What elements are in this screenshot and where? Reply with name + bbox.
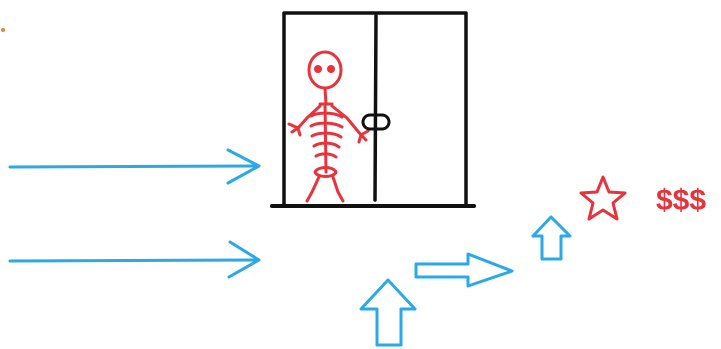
block-arrow-up-icon: [361, 280, 415, 345]
money-label: $$$: [656, 184, 706, 217]
arrow-right-icon: [10, 150, 259, 183]
star-icon: [581, 177, 625, 219]
block-arrow-up-icon: [533, 217, 570, 259]
block-arrow-right-icon: [416, 254, 512, 286]
arrow-right-icon: [10, 242, 259, 277]
closet-icon: [272, 13, 474, 206]
stray-dot: [1, 28, 5, 32]
skeleton-icon: [289, 52, 368, 201]
